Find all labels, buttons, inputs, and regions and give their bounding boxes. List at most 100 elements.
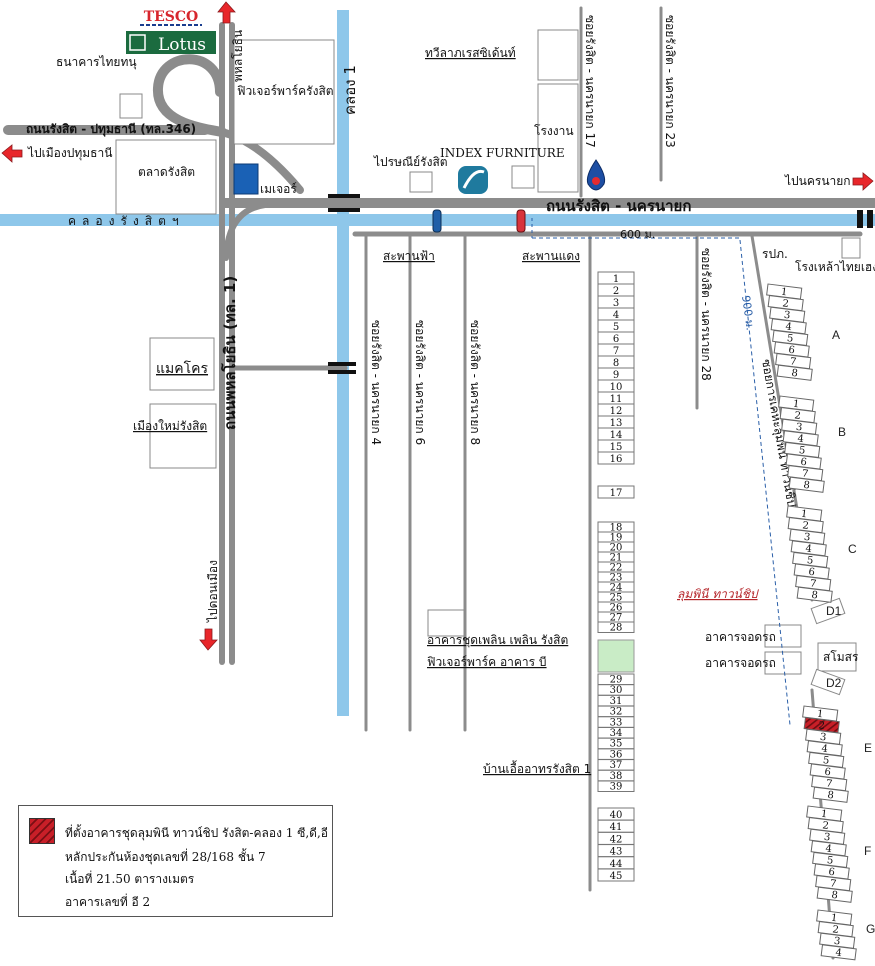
project-label: ลุมพินี ทาวน์ชิป bbox=[677, 587, 760, 602]
village-lots: 1234567891011121314151617181920212223242… bbox=[597, 271, 635, 882]
unit-number: 5 bbox=[786, 333, 794, 345]
lot-number: 11 bbox=[610, 394, 623, 405]
muang-mai-label: เมืองใหม่รังสิต bbox=[133, 419, 207, 433]
major-icon bbox=[233, 163, 259, 195]
tesco-lotus-logo: TESCO Lotus bbox=[126, 9, 216, 55]
unit-box bbox=[820, 944, 857, 961]
unit-box bbox=[816, 886, 853, 903]
lot-number: 24 bbox=[610, 583, 623, 594]
soi-8-label: ซอยรังสิต - นครนายก 8 bbox=[468, 320, 482, 445]
baan-ua-label: บ้านเอื้ออาทรรังสิต 1 bbox=[483, 760, 591, 776]
unit-number: 5 bbox=[822, 755, 830, 767]
d2-label: D2 bbox=[826, 676, 842, 690]
lot-number: 44 bbox=[610, 859, 623, 870]
lot-number: 4 bbox=[613, 310, 619, 321]
lot-number: 28 bbox=[610, 623, 623, 634]
factory-label: โรงงาน bbox=[534, 124, 574, 138]
pool-label: สโมสร bbox=[823, 650, 859, 664]
lot-box bbox=[597, 451, 635, 465]
pool-building bbox=[817, 642, 857, 672]
unit-number: 4 bbox=[805, 543, 813, 555]
lot-number: 29 bbox=[610, 675, 623, 686]
unit-number: 2 bbox=[818, 720, 826, 732]
unit-number: 4 bbox=[835, 947, 843, 959]
thanachart-label: ธนาคารไทยทนุ bbox=[56, 55, 137, 70]
dir-donmueang-label: ไปดอนเมือง bbox=[206, 560, 220, 623]
khlong1-bridge-bottom bbox=[328, 208, 360, 212]
unit-number: 1 bbox=[830, 913, 838, 925]
arrow-south-icon bbox=[199, 628, 218, 651]
distance-lines bbox=[531, 218, 791, 726]
future-park-label: ฟิวเจอร์พาร์ครังสิต bbox=[237, 84, 334, 98]
lot-box bbox=[597, 780, 635, 792]
index-logo bbox=[458, 166, 488, 194]
lotus-icon bbox=[129, 34, 146, 51]
lot-number: 32 bbox=[610, 707, 623, 718]
lot-box bbox=[597, 485, 635, 499]
unit-box bbox=[788, 476, 825, 493]
d1-label: D1 bbox=[826, 604, 842, 618]
bridge-marks bbox=[328, 194, 873, 374]
unit-number: 3 bbox=[803, 532, 811, 544]
road-label-pathum: ถนนรังสิต - ปทุมธานี (ทล.346) bbox=[26, 122, 196, 137]
unit-number: 1 bbox=[780, 287, 788, 299]
lot-number: 36 bbox=[610, 749, 623, 760]
muang-mai-building bbox=[149, 403, 217, 469]
lot-number: 39 bbox=[610, 782, 623, 793]
unit-number: 7 bbox=[801, 468, 809, 480]
lotus-text: Lotus bbox=[158, 35, 206, 55]
factory-building bbox=[537, 83, 579, 193]
lot-number: 43 bbox=[610, 847, 623, 858]
unit-box bbox=[812, 786, 849, 803]
lot-number: 34 bbox=[610, 728, 623, 739]
distance-900-line bbox=[739, 239, 791, 726]
block-label: E bbox=[864, 741, 872, 755]
unit-number: 8 bbox=[827, 790, 835, 802]
lot-box bbox=[597, 621, 635, 633]
lot-number: 19 bbox=[610, 533, 623, 544]
lot-number: 9 bbox=[613, 370, 619, 381]
map-legend: ที่ตั้งอาคารชุดลุมพินี ทาวน์ชิป รังสิต-ค… bbox=[18, 805, 333, 917]
block-label: F bbox=[864, 844, 871, 858]
lot-number: 22 bbox=[610, 563, 623, 574]
lot-number: 18 bbox=[610, 523, 623, 534]
post-office-label: รปภ. bbox=[762, 247, 788, 261]
lot-number: 40 bbox=[610, 810, 623, 821]
legend-line-4: อาคารเลขที่ อี 2 bbox=[65, 895, 151, 909]
makro-bridge-top bbox=[328, 362, 356, 366]
unit-number: 1 bbox=[816, 709, 824, 721]
lot-number: 16 bbox=[610, 454, 623, 465]
makro-building bbox=[149, 337, 215, 391]
lotus-badge bbox=[126, 31, 216, 54]
unit-number: 5 bbox=[806, 555, 814, 567]
unit-number: 7 bbox=[825, 778, 833, 790]
lot-number: 15 bbox=[610, 442, 623, 453]
lot-number: 17 bbox=[610, 488, 623, 499]
legend-line-3: เนื้อที่ 21.50 ตารางเมตร bbox=[65, 872, 195, 886]
legend-swatch bbox=[29, 818, 55, 844]
unit-number: 2 bbox=[794, 410, 802, 422]
phahon-ramp bbox=[223, 202, 268, 261]
lot-number: 41 bbox=[610, 822, 623, 833]
market-building bbox=[115, 139, 217, 215]
unit-number: 5 bbox=[826, 855, 834, 867]
dir-pathum-label: ไปเมืองปทุมธานี bbox=[27, 146, 112, 161]
unit-number: 7 bbox=[809, 578, 817, 590]
soi-17-label: ซอยรังสิต - นครนายก 17 bbox=[583, 15, 597, 148]
lot-number: 42 bbox=[610, 834, 623, 845]
unit-number: 3 bbox=[795, 422, 803, 434]
soi-28-label: ซอยรังสิต - นครนายก 28 bbox=[699, 248, 713, 381]
lot-28-greenspace bbox=[597, 639, 635, 673]
thanachart-building bbox=[119, 93, 143, 119]
makro-bridge-bottom bbox=[328, 370, 356, 374]
dir-post-label: ไปรษณีย์รังสิต bbox=[373, 155, 448, 169]
d2-building bbox=[810, 668, 846, 696]
parking-1-label: อาคารจอดรถ bbox=[705, 630, 776, 644]
lot-number: 7 bbox=[613, 346, 619, 357]
unit-number: 4 bbox=[821, 743, 829, 755]
index-logo-icon bbox=[458, 166, 488, 194]
sky-bridge-label: สะพานฟ้า bbox=[383, 249, 435, 263]
lot-number: 38 bbox=[610, 771, 623, 782]
khlong1-bridge-top bbox=[328, 194, 360, 198]
future-park-building bbox=[233, 39, 335, 145]
